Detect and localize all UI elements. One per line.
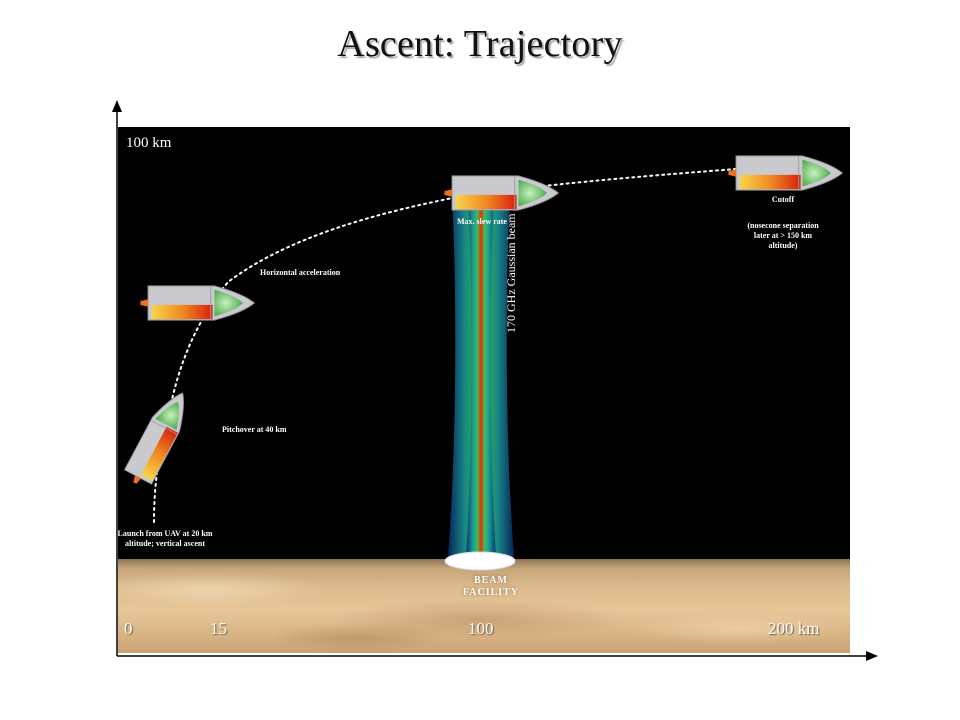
x-tick-15: 15 [210,619,227,638]
beam-facility-dish [444,551,516,571]
beam-facility-label: BEAM FACILITY [462,575,520,598]
x-tick-0: 0 [124,619,133,638]
annotation-max-slew: Max. slew rate [457,217,507,226]
annotation-horizontal: Horizontal acceleration [260,268,341,277]
vehicle-max-slew [443,175,559,211]
annotation-cutoff: Cutoff [771,195,795,204]
y-axis-top-label: 100 km [126,135,172,151]
y-axis-arrow-icon [112,100,122,112]
trajectory-path [153,168,737,523]
trajectory-scene: 100 km Pitchover at 40 km Launch from UA… [118,127,850,653]
x-tick-100: 100 [468,619,494,638]
annotation-cutoff-note: (nosecone separation later at > 150 km a… [747,221,819,250]
annotation-pitchover: Pitchover at 40 km [222,425,287,434]
gaussian-beam [448,197,514,557]
vehicle-horizontal [139,285,255,321]
vehicle-launch [120,385,197,491]
x-tick-200: 200 km [768,619,820,638]
vehicle-cutoff [727,155,843,191]
x-axis-arrow-icon [866,651,878,661]
beam-label: 170 GHz Gaussian beam [504,213,518,333]
annotation-launch: Launch from UAV at 20 km altitude; verti… [118,529,213,548]
slide-title: Ascent: Trajectory [337,23,623,65]
planet-surface [118,559,850,653]
scene-graphics [120,155,843,571]
